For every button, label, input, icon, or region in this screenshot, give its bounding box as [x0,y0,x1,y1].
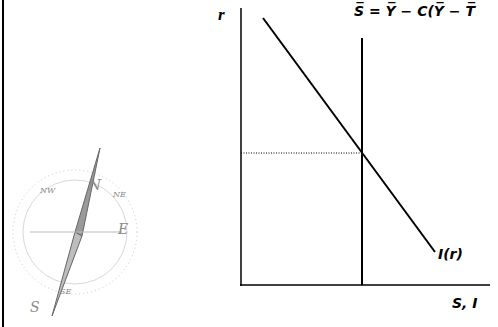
left-border [2,0,4,327]
compass-letter: NE [113,191,126,199]
y-axis [240,8,242,286]
compass-letter: NW [40,187,55,195]
compass-letter: E [118,222,128,236]
saving-line [361,38,363,285]
equilibrium-guide [241,153,362,154]
compass-watermark [13,148,137,316]
investment-curve [263,18,435,252]
compass-letter: SE [60,288,71,296]
compass-letter: N [88,178,101,193]
axis-label: S, I [452,296,477,310]
axis-label: r [218,6,225,23]
compass-letter: S [30,300,40,314]
curve-label: S̅ = Y̅ − C(Y̅ − T̅ [354,4,475,18]
curve-label: I(r) [438,247,463,261]
x-axis [240,284,490,286]
